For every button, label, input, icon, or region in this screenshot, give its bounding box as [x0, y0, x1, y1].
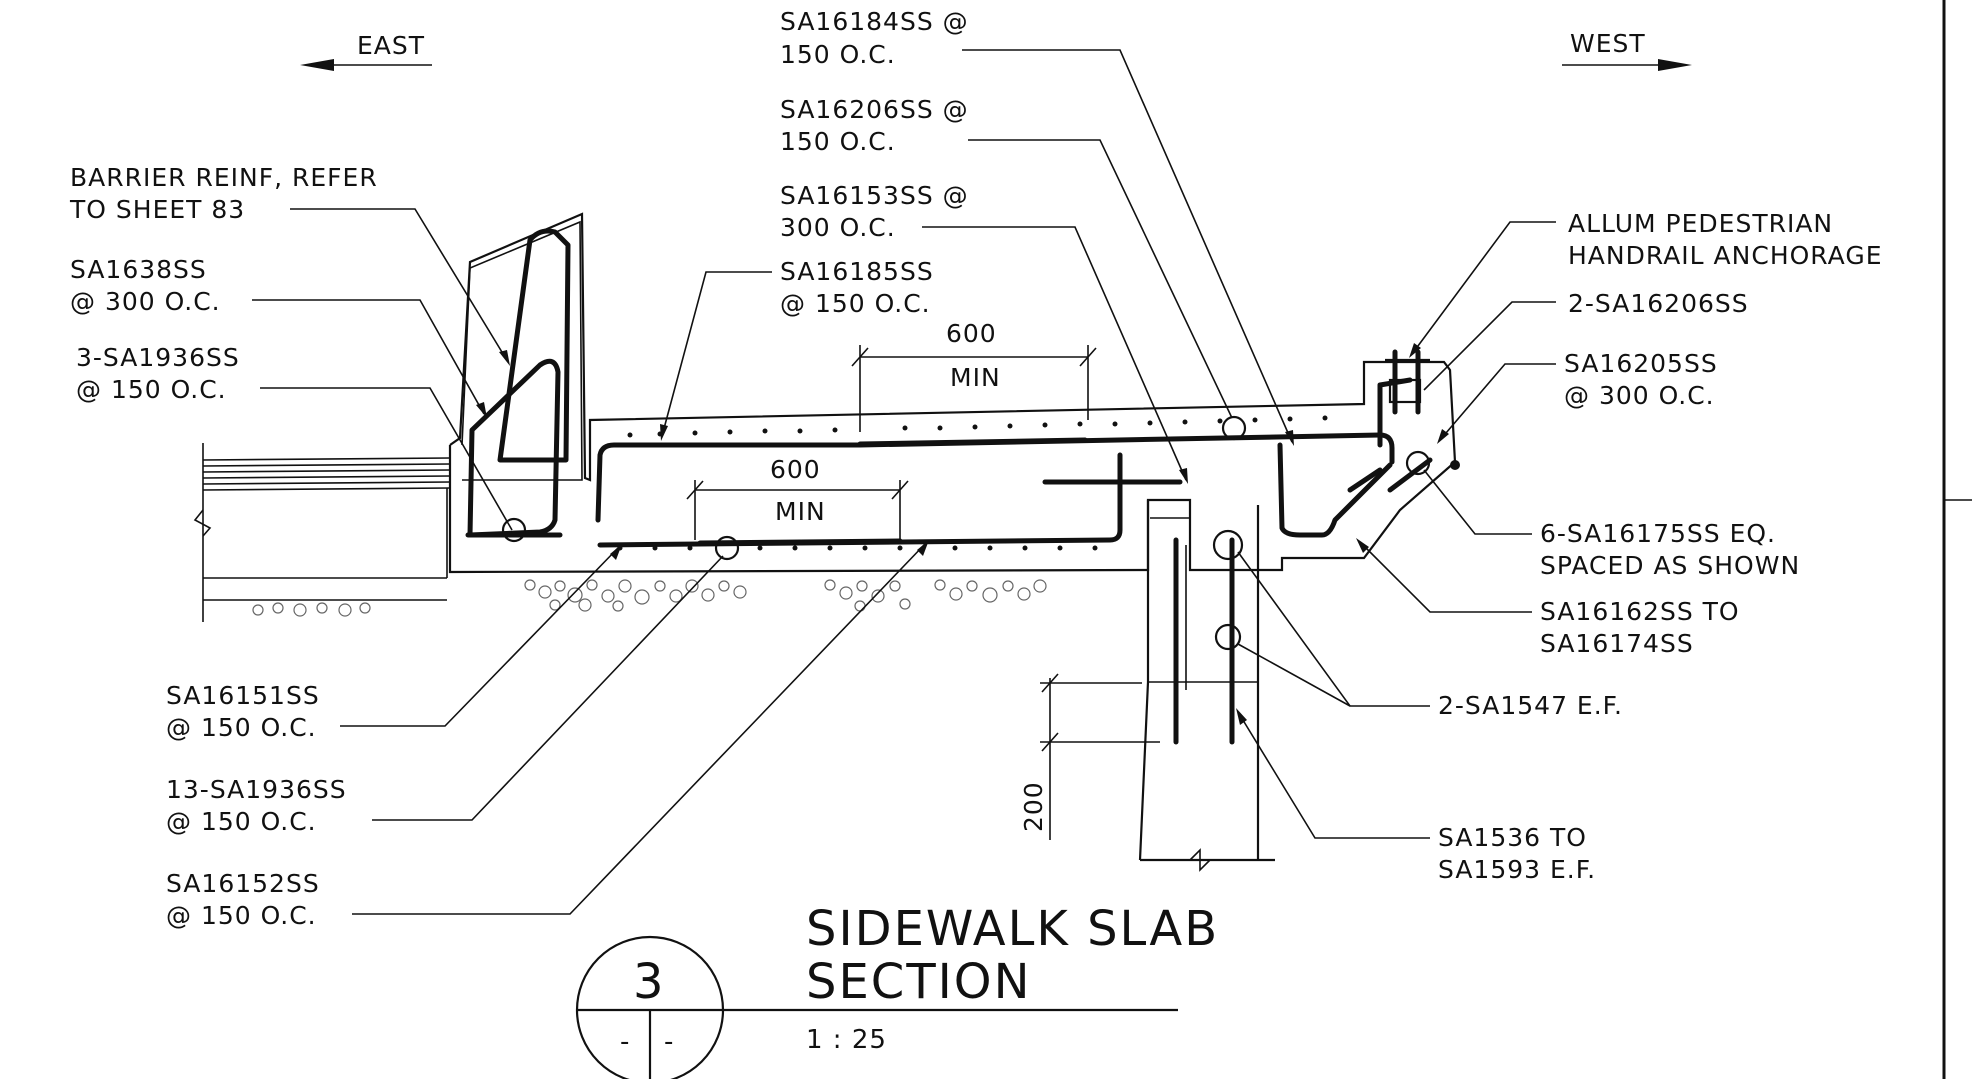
callout-sa16206: SA16206SS @ 150 O.C. [780, 95, 1233, 419]
callout-sa16162-line1: SA16162SS TO [1540, 597, 1740, 626]
callout-handrail-line2: HANDRAIL ANCHORAGE [1568, 241, 1882, 270]
callout-sa16206-line2: 150 O.C. [780, 127, 896, 156]
callout-sa16175: 6-SA16175SS EQ. SPACED AS SHOWN [1423, 469, 1800, 580]
callout-barrier-reinf-line2: TO SHEET 83 [69, 195, 245, 224]
wall-reinforcement [1173, 537, 1235, 745]
callout-sa16151-line1: SA16151SS [166, 681, 320, 710]
callout-sa16151-line2: @ 150 O.C. [166, 713, 317, 742]
bar-markers [501, 415, 1431, 651]
gravel-bed [252, 579, 1047, 617]
transverse-bars [617, 415, 1460, 551]
callout-sa16151: SA16151SS @ 150 O.C. [166, 544, 622, 742]
callout-sa16185-line2: @ 150 O.C. [780, 289, 931, 318]
dimension-bottom-value: 600 [770, 455, 821, 484]
callout-handrail: ALLUM PEDESTRIAN HANDRAIL ANCHORAGE [1409, 209, 1882, 358]
east-arrow: EAST [300, 31, 432, 71]
callout-sa1936-13-line2: @ 150 O.C. [166, 807, 317, 836]
callout-sa1638: SA1638SS @ 300 O.C. [70, 255, 487, 418]
section-number: 3 [633, 954, 666, 1010]
callout-sa1536-line2: SA1593 E.F. [1438, 855, 1596, 884]
sheet-ref-right: - [664, 1027, 674, 1057]
dimension-top-lap: 600 MIN [851, 319, 1097, 432]
dimension-bottom-min: MIN [775, 497, 826, 526]
drawing-scale: 1 : 25 [806, 1025, 887, 1055]
callout-sa16153-line1: SA16153SS @ [780, 181, 969, 210]
callout-sa1936-3-line1: 3-SA1936SS [76, 343, 240, 372]
callout-sa1638-line1: SA1638SS [70, 255, 207, 284]
callout-sa16175-line1: 6-SA16175SS EQ. [1540, 519, 1776, 548]
callout-sa16175-line2: SPACED AS SHOWN [1540, 551, 1800, 580]
callout-sa16152: SA16152SS @ 150 O.C. [166, 540, 929, 930]
callout-sa16205-line2: @ 300 O.C. [1564, 381, 1715, 410]
callout-sa1638-line2: @ 300 O.C. [70, 287, 221, 316]
sidewalk-slab-outline [448, 212, 1457, 574]
drawing-title-line1: SIDEWALK SLAB [806, 901, 1219, 957]
callout-sa16206-2-line1: 2-SA16206SS [1568, 289, 1749, 318]
callout-sa16184: SA16184SS @ 150 O.C. [780, 7, 1294, 446]
callout-sa16185-line1: SA16185SS [780, 257, 934, 286]
callout-sa1936-3: 3-SA1936SS @ 150 O.C. [76, 343, 513, 531]
callout-sa16184-line2: 150 O.C. [780, 40, 896, 69]
callout-sa16162-line2: SA16174SS [1540, 629, 1694, 658]
barrier-reinforcement [465, 228, 571, 538]
callout-sa16184-line1: SA16184SS @ [780, 7, 969, 36]
handrail-anchor-detail [1385, 349, 1430, 415]
callout-sa1936-13-line1: 13-SA1936SS [166, 775, 347, 804]
callout-sa16152-line1: SA16152SS [166, 869, 320, 898]
adjacent-deck [193, 443, 451, 622]
callout-sa16153-line2: 300 O.C. [780, 213, 896, 242]
title-block: 3 - - SIDEWALK SLAB SECTION 1 : 25 [575, 901, 1219, 1079]
west-arrow: WEST [1562, 29, 1692, 71]
callout-sa1936-13: 13-SA1936SS @ 150 O.C. [166, 555, 724, 836]
callout-sa16152-line2: @ 150 O.C. [166, 901, 317, 930]
dimension-embedment-value: 200 [1019, 781, 1048, 832]
callout-sa16185: SA16185SS @ 150 O.C. [660, 257, 934, 441]
callout-sa1536-line1: SA1536 TO [1438, 823, 1587, 852]
callout-sa16206-2: 2-SA16206SS [1423, 289, 1749, 391]
dimension-embedment: 200 [1019, 673, 1160, 840]
dimension-top-min: MIN [950, 363, 1001, 392]
callout-barrier-reinf: BARRIER REINF, REFER TO SHEET 83 [69, 163, 510, 366]
west-label: WEST [1570, 29, 1646, 58]
sheet-ref-left: - [620, 1027, 630, 1057]
drawing-title-line2: SECTION [806, 954, 1031, 1010]
callout-sa1547: 2-SA1547 E.F. [1237, 551, 1623, 720]
callout-sa16206-line1: SA16206SS @ [780, 95, 969, 124]
dimension-bottom-lap: 600 MIN [686, 455, 909, 540]
callout-sa1536: SA1536 TO SA1593 E.F. [1236, 708, 1596, 884]
callout-sa16205: SA16205SS @ 300 O.C. [1437, 349, 1718, 444]
east-label: EAST [357, 31, 425, 60]
support-wall [1138, 500, 1275, 872]
slab-reinforcement [595, 377, 1433, 548]
callout-sa16205-line1: SA16205SS [1564, 349, 1718, 378]
callout-barrier-reinf-line1: BARRIER REINF, REFER [70, 163, 378, 192]
callout-handrail-line1: ALLUM PEDESTRIAN [1568, 209, 1833, 238]
callout-sa1936-3-line2: @ 150 O.C. [76, 375, 227, 404]
callout-sa16153: SA16153SS @ 300 O.C. [780, 181, 1188, 484]
callout-sa1547-line1: 2-SA1547 E.F. [1438, 691, 1623, 720]
dimension-top-value: 600 [946, 319, 997, 348]
callout-sa16162: SA16162SS TO SA16174SS [1356, 538, 1740, 658]
